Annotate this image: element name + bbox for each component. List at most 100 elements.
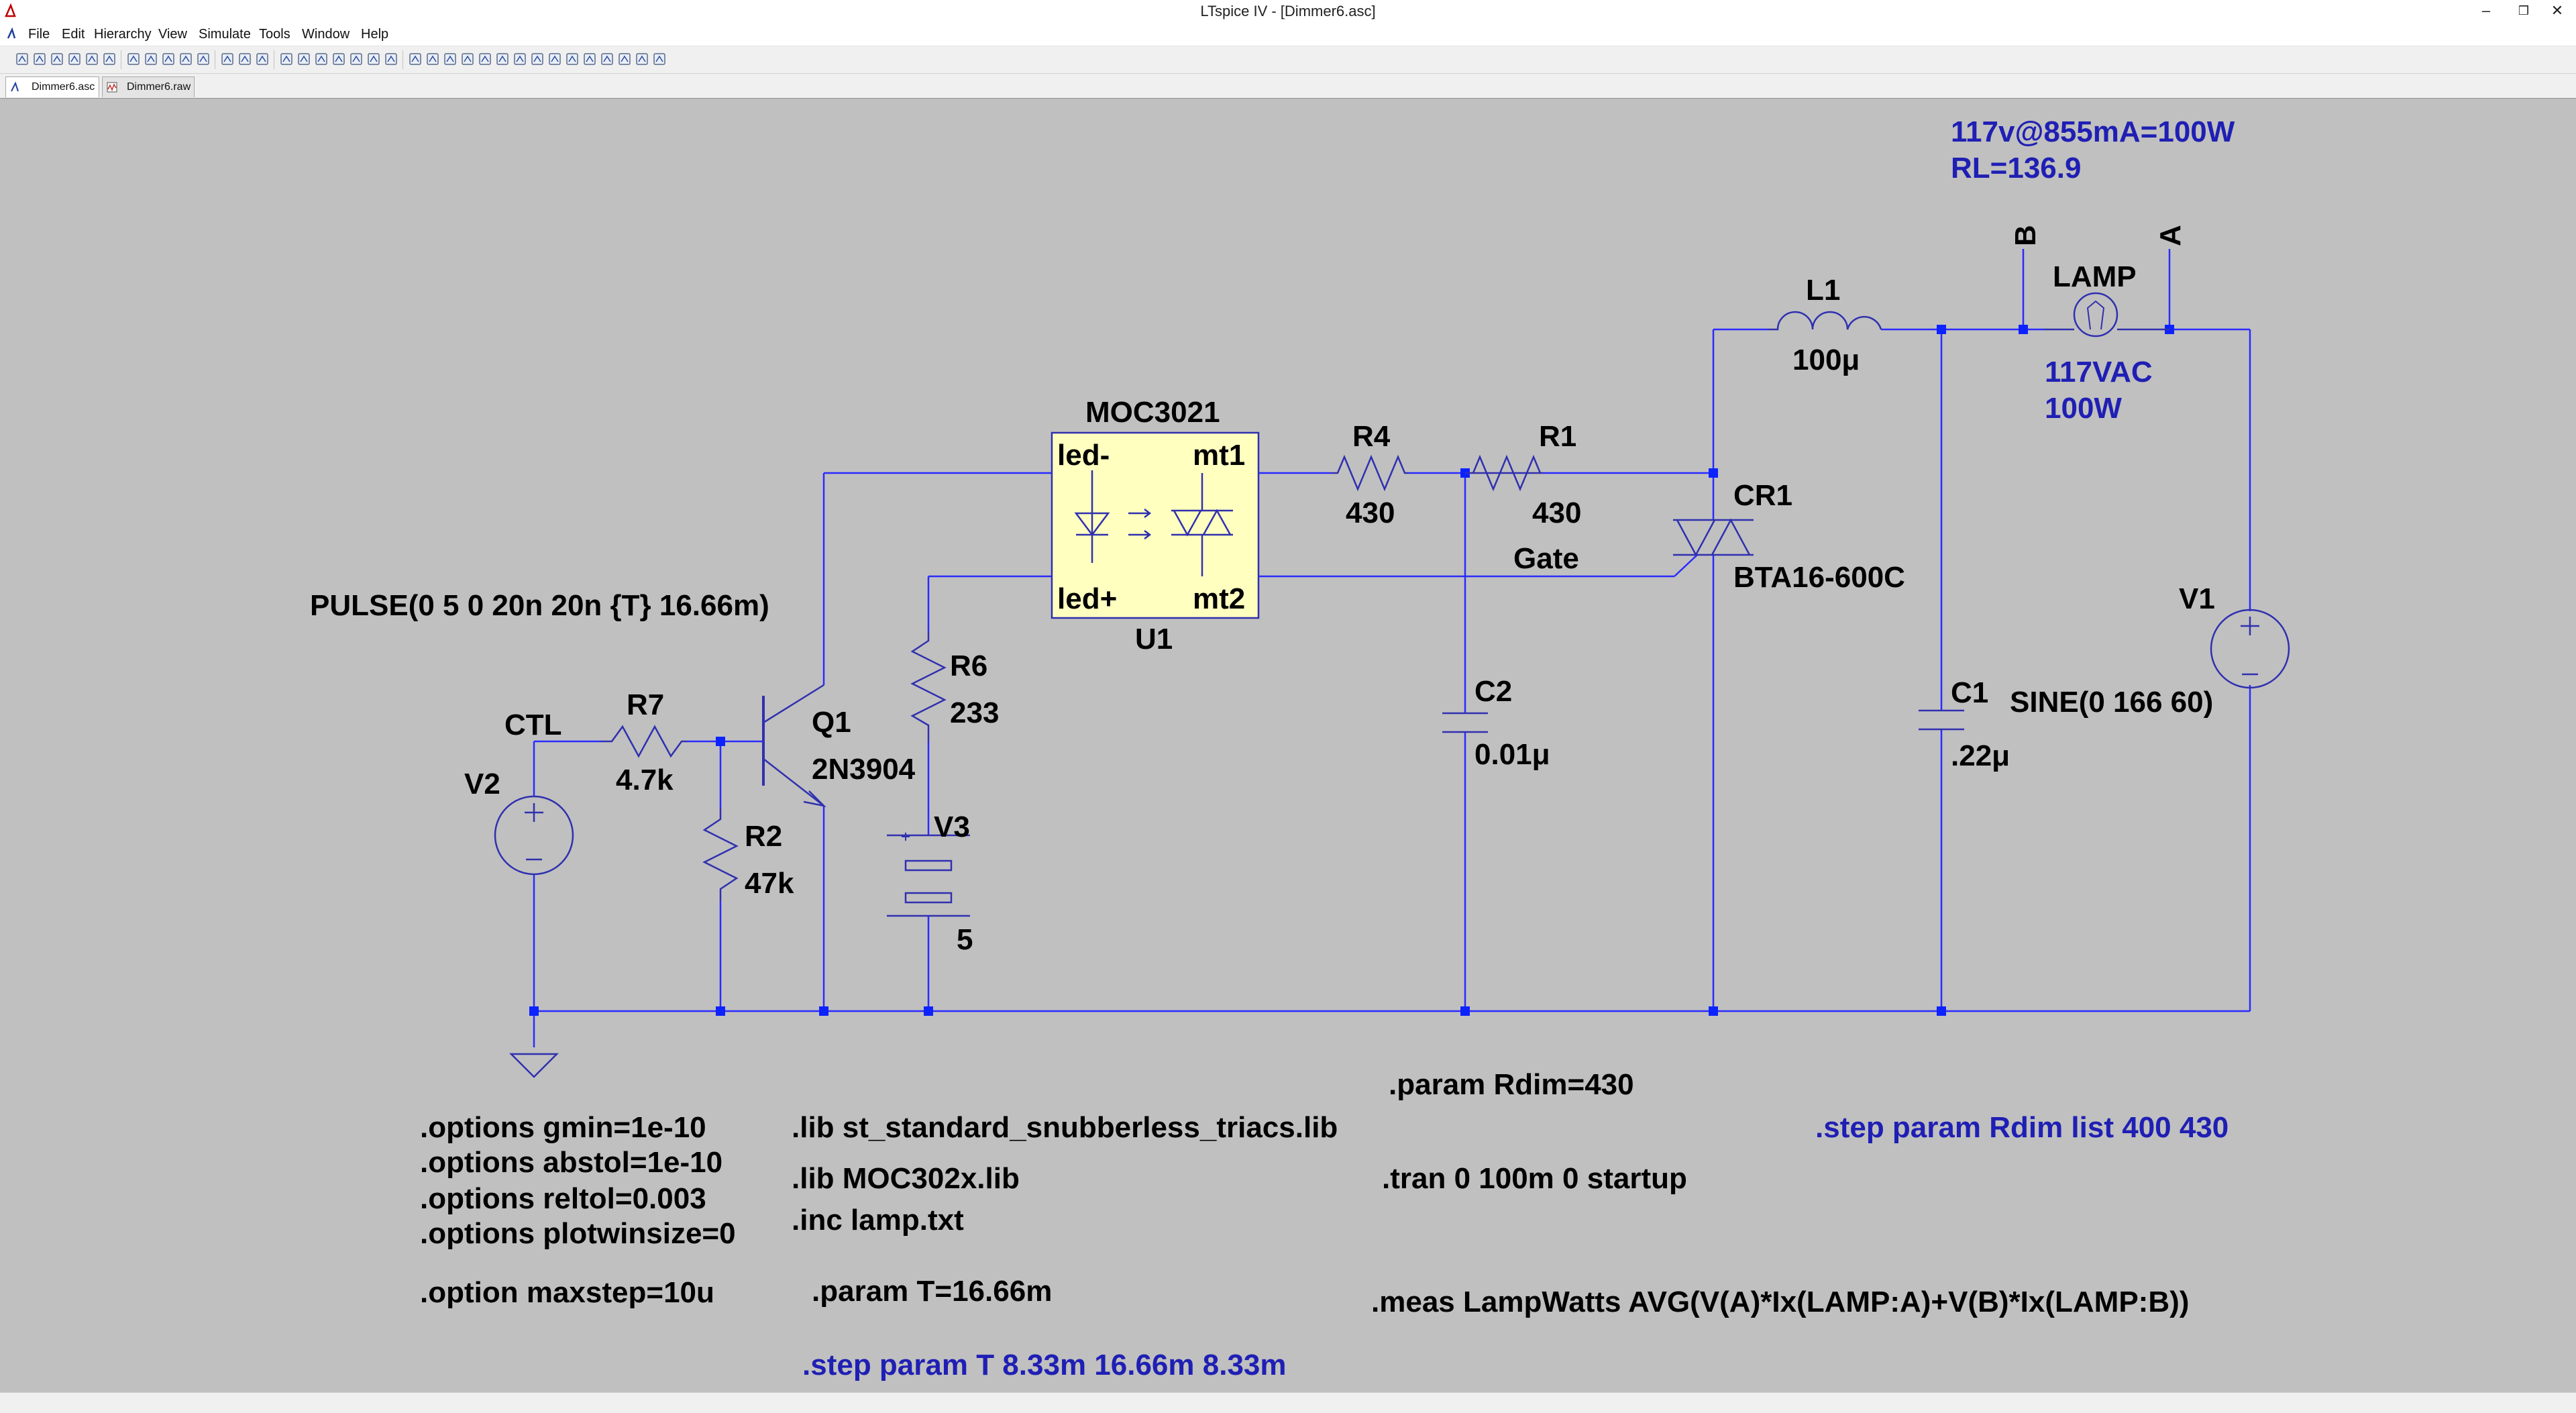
r4-value-label[interactable]: 430 bbox=[1346, 496, 1395, 529]
q1-model-label[interactable]: 2N3904 bbox=[812, 753, 916, 786]
zoom-in-icon[interactable] bbox=[126, 52, 141, 66]
c2-value-label[interactable]: 0.01μ bbox=[1474, 738, 1550, 771]
battery-v3[interactable] bbox=[887, 833, 970, 917]
menu-view[interactable]: View bbox=[158, 27, 187, 42]
schematic-canvas[interactable]: 117v@855mA=100W RL=136.9 B A CTL LAMP 11… bbox=[0, 98, 2576, 1393]
lamp-symbol[interactable] bbox=[2045, 292, 2169, 337]
directive-options-reltol[interactable]: .options reltol=0.003 bbox=[420, 1182, 706, 1215]
redo-icon[interactable] bbox=[582, 52, 597, 66]
document-icon[interactable] bbox=[5, 28, 19, 41]
schematic-drawing[interactable]: 117v@855mA=100W RL=136.9 B A CTL LAMP 11… bbox=[0, 99, 2576, 1393]
inductor-l1[interactable] bbox=[1768, 311, 1882, 331]
r1-ref-label[interactable]: R1 bbox=[1539, 420, 1576, 453]
net-label-b[interactable]: B bbox=[2009, 225, 2042, 246]
resistor-r4[interactable] bbox=[1331, 454, 1409, 492]
resistor-icon[interactable] bbox=[443, 52, 458, 66]
c1-ref-label[interactable]: C1 bbox=[1951, 676, 1988, 709]
menu-edit[interactable]: Edit bbox=[62, 27, 85, 42]
c1-value-label[interactable]: .22μ bbox=[1951, 739, 2010, 772]
r7-value-label[interactable]: 4.7k bbox=[616, 764, 674, 796]
tab-dimmer6-asc[interactable]: Dimmer6.asc bbox=[5, 76, 99, 97]
v1-ref-label[interactable]: V1 bbox=[2179, 582, 2215, 615]
rotate-icon[interactable] bbox=[600, 52, 614, 66]
directive-lib-triacs[interactable]: .lib st_standard_snubberless_triacs.lib bbox=[792, 1111, 1338, 1144]
label-net-icon[interactable] bbox=[425, 52, 440, 66]
menu-simulate[interactable]: Simulate bbox=[199, 27, 251, 42]
wire[interactable] bbox=[1674, 554, 1698, 577]
optocoupler-u1[interactable] bbox=[1051, 431, 1260, 619]
close-button[interactable]: ✕ bbox=[2551, 2, 2564, 19]
cr1-model-label[interactable]: BTA16-600C bbox=[1733, 561, 1905, 594]
directive-lib-moc[interactable]: .lib MOC302x.lib bbox=[792, 1162, 1020, 1195]
print-preview-icon[interactable] bbox=[366, 52, 381, 66]
directive-tran[interactable]: .tran 0 100m 0 startup bbox=[1382, 1162, 1687, 1195]
v2-value-label[interactable]: PULSE(0 5 0 20n 20n {T} 16.66m) bbox=[310, 589, 769, 622]
r6-ref-label[interactable]: R6 bbox=[950, 649, 987, 682]
ground-symbol[interactable] bbox=[508, 1053, 559, 1078]
zoom-out-icon[interactable] bbox=[161, 52, 176, 66]
zoom-fit-icon[interactable] bbox=[178, 52, 193, 66]
control-panel-icon[interactable] bbox=[67, 52, 82, 66]
v2-ref-label[interactable]: V2 bbox=[464, 768, 500, 800]
u1-ref-label[interactable]: U1 bbox=[1135, 623, 1173, 656]
save-icon[interactable] bbox=[50, 52, 64, 66]
comment-power[interactable]: 117v@855mA=100W bbox=[1951, 115, 2235, 148]
tile-horizontal-icon[interactable] bbox=[220, 52, 235, 66]
text-icon[interactable] bbox=[635, 52, 649, 66]
minimize-button[interactable]: – bbox=[2481, 2, 2491, 19]
tile-vertical-icon[interactable] bbox=[237, 52, 252, 66]
component-icon[interactable] bbox=[513, 52, 527, 66]
capacitor-icon[interactable] bbox=[460, 52, 475, 66]
net-label-a[interactable]: A bbox=[2154, 225, 2187, 246]
transistor-q1[interactable] bbox=[762, 684, 826, 808]
voltage-source-v2[interactable] bbox=[494, 795, 574, 876]
tab-dimmer6-raw[interactable]: Dimmer6.raw bbox=[102, 76, 195, 97]
spice-directive-icon[interactable] bbox=[652, 52, 667, 66]
resistor-r6[interactable] bbox=[910, 631, 947, 741]
v3-ref-label[interactable]: V3 bbox=[934, 810, 970, 843]
net-label-ctl[interactable]: CTL bbox=[504, 709, 562, 741]
triac-cr1[interactable] bbox=[1673, 518, 1754, 557]
capacitor-c2[interactable] bbox=[1442, 712, 1488, 733]
cut-icon[interactable] bbox=[279, 52, 294, 66]
open-icon[interactable] bbox=[32, 52, 47, 66]
menu-tools[interactable]: Tools bbox=[259, 27, 290, 42]
l1-ref-label[interactable]: L1 bbox=[1806, 274, 1840, 307]
inductor-icon[interactable] bbox=[478, 52, 492, 66]
copy-icon[interactable] bbox=[297, 52, 311, 66]
directive-maxstep[interactable]: .option maxstep=10u bbox=[420, 1276, 714, 1309]
print-icon[interactable] bbox=[349, 52, 364, 66]
r6-value-label[interactable]: 233 bbox=[950, 696, 999, 729]
run-icon[interactable] bbox=[85, 52, 99, 66]
resistor-r1[interactable] bbox=[1465, 454, 1543, 492]
r2-ref-label[interactable]: R2 bbox=[745, 820, 782, 853]
voltage-source-v1[interactable] bbox=[2210, 609, 2290, 689]
directive-param-t[interactable]: .param T=16.66m bbox=[812, 1275, 1052, 1308]
cascade-icon[interactable] bbox=[255, 52, 270, 66]
directive-param-rdim[interactable]: .param Rdim=430 bbox=[1389, 1068, 1634, 1101]
lamp-ref-label[interactable]: LAMP bbox=[2053, 260, 2137, 293]
ground-icon[interactable] bbox=[408, 52, 423, 66]
paste-icon[interactable] bbox=[314, 52, 329, 66]
v3-value-label[interactable]: 5 bbox=[957, 923, 973, 956]
new-schematic-icon[interactable] bbox=[15, 52, 30, 66]
drag-icon[interactable] bbox=[547, 52, 562, 66]
directive-options-gmin[interactable]: .options gmin=1e-10 bbox=[420, 1111, 706, 1144]
resistor-r2[interactable] bbox=[702, 808, 739, 901]
directive-step-rdim[interactable]: .step param Rdim list 400 430 bbox=[1815, 1111, 2229, 1144]
directive-step-t[interactable]: .step param T 8.33m 16.66m 8.33m bbox=[802, 1349, 1287, 1381]
menu-window[interactable]: Window bbox=[302, 27, 350, 42]
directive-options-plotwinsize[interactable]: .options plotwinsize=0 bbox=[420, 1217, 736, 1250]
zoom-pan-icon[interactable] bbox=[144, 52, 158, 66]
resistor-r7[interactable] bbox=[601, 725, 687, 758]
c2-ref-label[interactable]: C2 bbox=[1474, 675, 1512, 708]
comment-resistance[interactable]: RL=136.9 bbox=[1951, 152, 2081, 185]
restore-button[interactable]: ❒ bbox=[2518, 4, 2530, 17]
r2-value-label[interactable]: 47k bbox=[745, 867, 794, 900]
directive-meas[interactable]: .meas LampWatts AVG(V(A)*Ix(LAMP:A)+V(B)… bbox=[1371, 1286, 2189, 1318]
app-icon[interactable] bbox=[4, 3, 17, 18]
diode-icon[interactable] bbox=[495, 52, 510, 66]
directive-options-abstol[interactable]: .options abstol=1e-10 bbox=[420, 1146, 722, 1179]
r4-ref-label[interactable]: R4 bbox=[1352, 420, 1391, 453]
lamp-rating-voltage[interactable]: 117VAC bbox=[2045, 356, 2153, 388]
